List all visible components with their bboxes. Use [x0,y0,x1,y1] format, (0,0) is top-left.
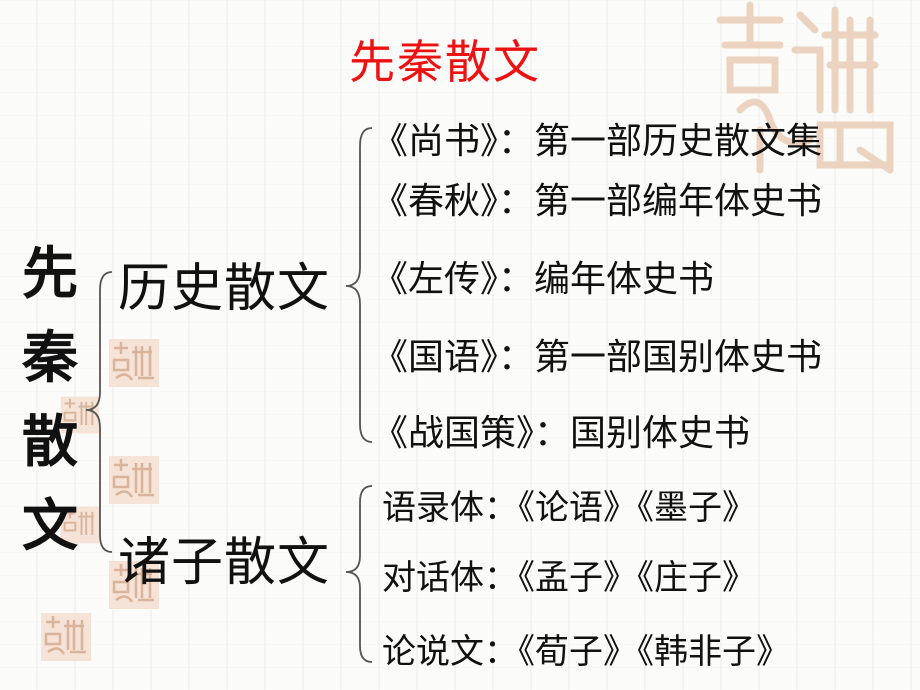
zhuzi-item-duihua: 对话体：《孟子》《庄子》 [382,558,756,598]
auspicious-seal-icon [41,613,91,661]
category-philosophers-prose: 诸子散文 [118,533,331,593]
history-item-zuozhuan: 《左传》：编年体史书 [372,259,715,300]
category-history-prose: 历史散文 [118,259,331,319]
history-item-shangshu: 《尚书》：第一部历史散文集 [372,121,823,162]
history-item-chunqiu: 《春秋》：第一部编年体史书 [372,181,823,222]
page-title: 先秦散文 [349,35,541,89]
zhuzi-brace [345,485,373,663]
root-label: 先秦散文 [22,241,78,559]
history-brace [345,127,373,443]
auspicious-seal-icon [109,561,159,609]
auspicious-seal-icon [716,1,894,174]
zhuzi-item-yulu: 语录体：《论语》《墨子》 [382,488,756,528]
auspicious-seal-icon [109,339,159,387]
zhuzi-item-lunshuo: 论说文：《荀子》《韩非子》 [382,632,790,672]
history-item-zhanguoce: 《战国策》：国别体史书 [372,413,751,454]
auspicious-seal-icon [109,456,159,504]
history-item-guoyu: 《国语》：第一部国别体史书 [372,337,823,378]
